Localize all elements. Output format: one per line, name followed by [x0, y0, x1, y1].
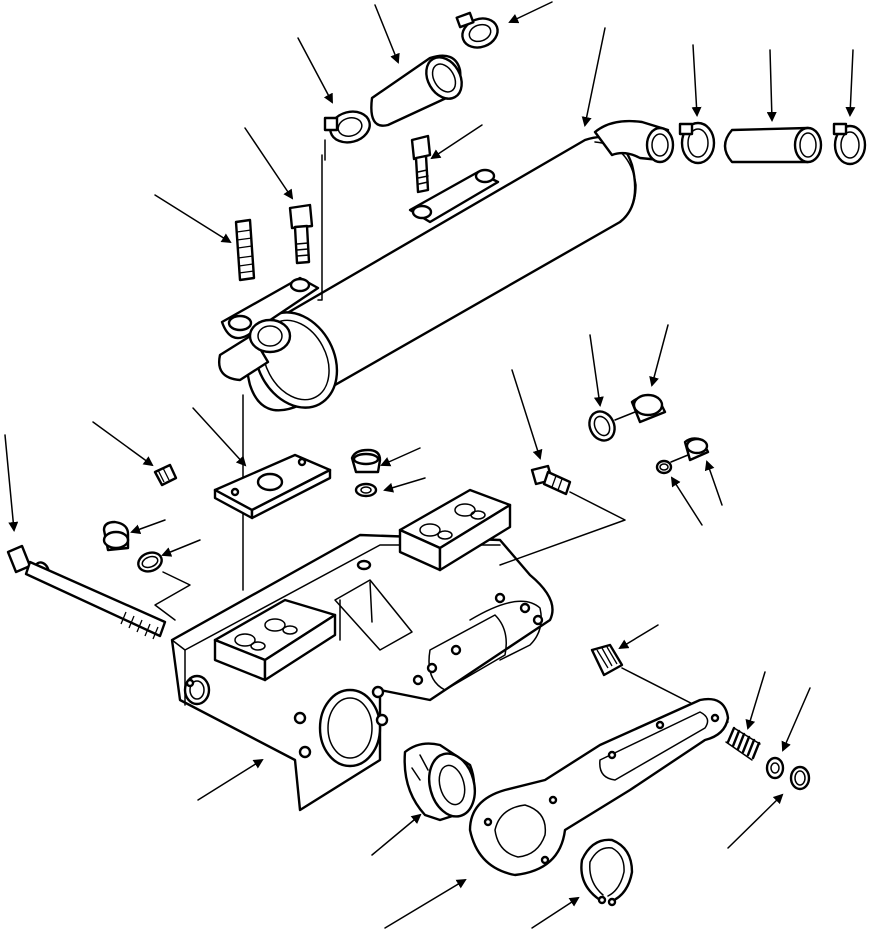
plug	[683, 437, 710, 462]
hose-clamp	[455, 11, 499, 49]
snap-ring	[789, 765, 811, 791]
long-bolt	[6, 544, 167, 640]
hose-long	[723, 126, 823, 164]
o-ring	[137, 551, 163, 573]
callout-arrows	[4, 1, 856, 929]
spring	[725, 726, 761, 761]
bolt	[530, 464, 572, 496]
thermostat-valve	[403, 742, 477, 822]
plug	[153, 463, 178, 487]
snap-ring	[580, 838, 634, 907]
guide-line	[317, 139, 326, 301]
hose-clamp	[832, 122, 867, 166]
plug	[630, 393, 667, 424]
oil-cooler	[218, 135, 637, 412]
hose-short	[370, 54, 463, 127]
port-hole	[356, 559, 372, 571]
elbow-tube	[593, 119, 675, 164]
guide-line	[154, 571, 191, 621]
washer	[765, 756, 785, 780]
relief-valve-plug	[590, 643, 624, 677]
bolt	[410, 134, 432, 194]
washer	[354, 482, 378, 498]
guide-line	[670, 454, 689, 463]
stud	[234, 218, 256, 282]
filter-base-housing	[170, 488, 554, 812]
guide-line	[499, 491, 626, 566]
gasket	[468, 697, 730, 877]
guide-line	[614, 411, 636, 421]
bolt	[288, 203, 314, 265]
hose-clamp	[678, 121, 716, 165]
cover-plate	[213, 453, 332, 520]
plug	[102, 520, 130, 552]
plug-with-washer	[350, 448, 382, 474]
o-ring	[588, 410, 616, 442]
o-ring	[655, 459, 673, 475]
hose-clamp	[323, 110, 371, 144]
